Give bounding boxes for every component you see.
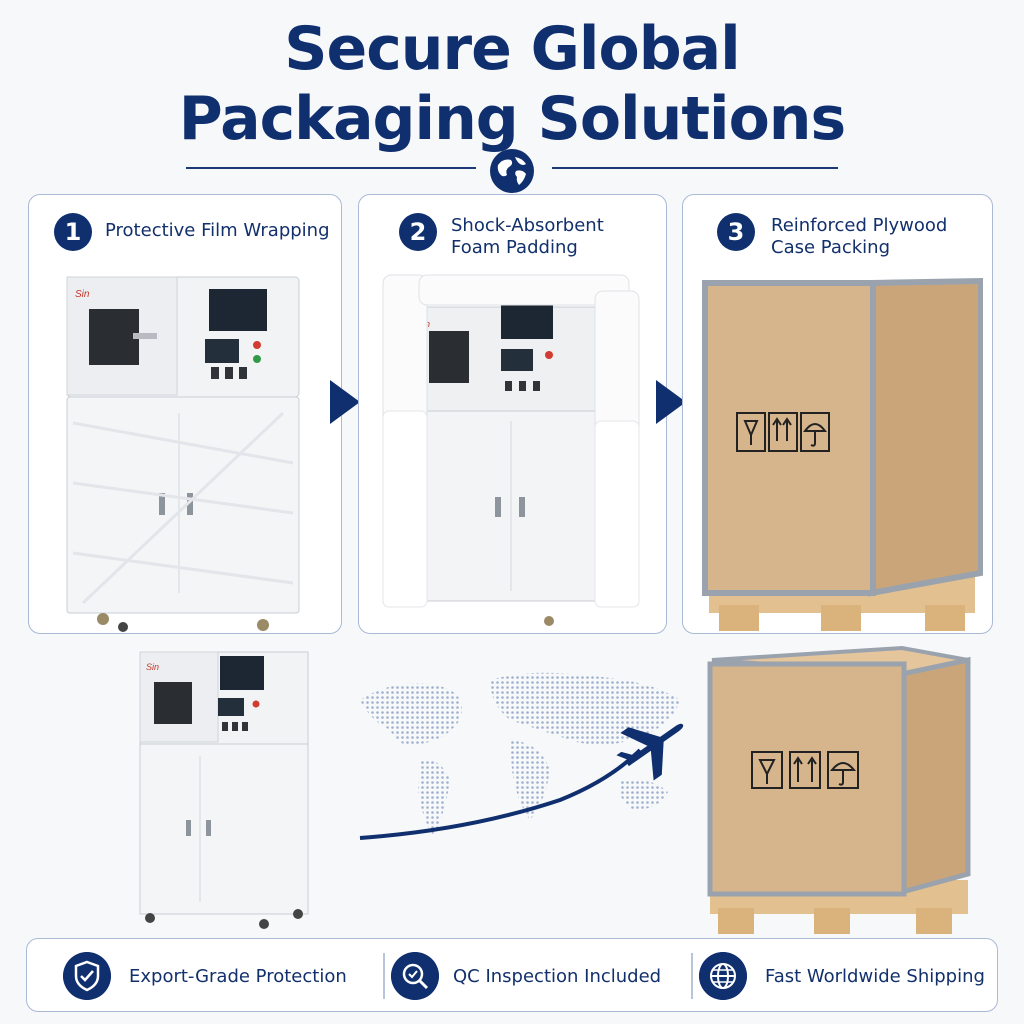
step-label-line-1: Shock-Absorbent [451, 215, 604, 236]
airplane-icon [616, 723, 684, 781]
step-card-foam-padding: 2 Shock-Absorbent Foam Padding Sin [358, 194, 667, 634]
page-title: Secure Global Packaging Solutions [0, 14, 1024, 154]
step-arrow [656, 380, 686, 424]
feature-label: QC Inspection Included [453, 966, 662, 987]
step-label-line-1: Protective Film Wrapping [105, 220, 330, 241]
step-card-plywood-case: 3 Reinforced Plywood Case Packing [682, 194, 993, 634]
feature-divider [691, 953, 693, 999]
finished-machine-image: Sin [139, 651, 309, 929]
title-line-2: Packaging Solutions [178, 84, 847, 154]
machine-brand-logo: Sin [146, 662, 159, 672]
step-label-line-2: Case Packing [771, 237, 891, 258]
step-label-line-2: Foam Padding [451, 237, 578, 258]
features-bar: Export-Grade Protection QC Inspection In… [26, 938, 998, 1012]
feature-label: Export-Grade Protection [129, 966, 347, 987]
title-line-1: Secure Global [284, 14, 740, 84]
feature-qc-inspection: QC Inspection Included [391, 939, 681, 1011]
step-label: Reinforced Plywood Case Packing [771, 215, 947, 259]
shield-check-icon [63, 952, 111, 1000]
step-number-badge: 1 [54, 213, 92, 251]
step-label: Shock-Absorbent Foam Padding [451, 215, 604, 259]
machine-brand-logo: Sin [75, 289, 90, 300]
globe-icon [699, 952, 747, 1000]
wrapped-machine-image: Sin [66, 276, 300, 632]
feature-export-grade: Export-Grade Protection [63, 939, 363, 1011]
step-arrow [330, 380, 360, 424]
plywood-crate-image [707, 645, 971, 934]
title-divider-right [552, 167, 838, 169]
magnifier-check-icon [391, 952, 439, 1000]
step-label-line-1: Reinforced Plywood [771, 215, 948, 236]
step-card-film-wrapping: 1 Protective Film Wrapping Sin [28, 194, 342, 634]
feature-divider [383, 953, 385, 999]
step-number-badge: 2 [399, 213, 437, 251]
feature-worldwide-shipping: Fast Worldwide Shipping [699, 939, 989, 1011]
title-divider-left [186, 167, 476, 169]
world-map-flight-image [359, 672, 684, 840]
step-number-badge: 3 [717, 213, 755, 251]
feature-label: Fast Worldwide Shipping [765, 966, 985, 987]
globe-icon [490, 149, 534, 193]
plywood-crate-image [702, 277, 983, 631]
foam-padded-machine-image: Sin [382, 274, 640, 626]
step-label: Protective Film Wrapping [105, 220, 330, 242]
